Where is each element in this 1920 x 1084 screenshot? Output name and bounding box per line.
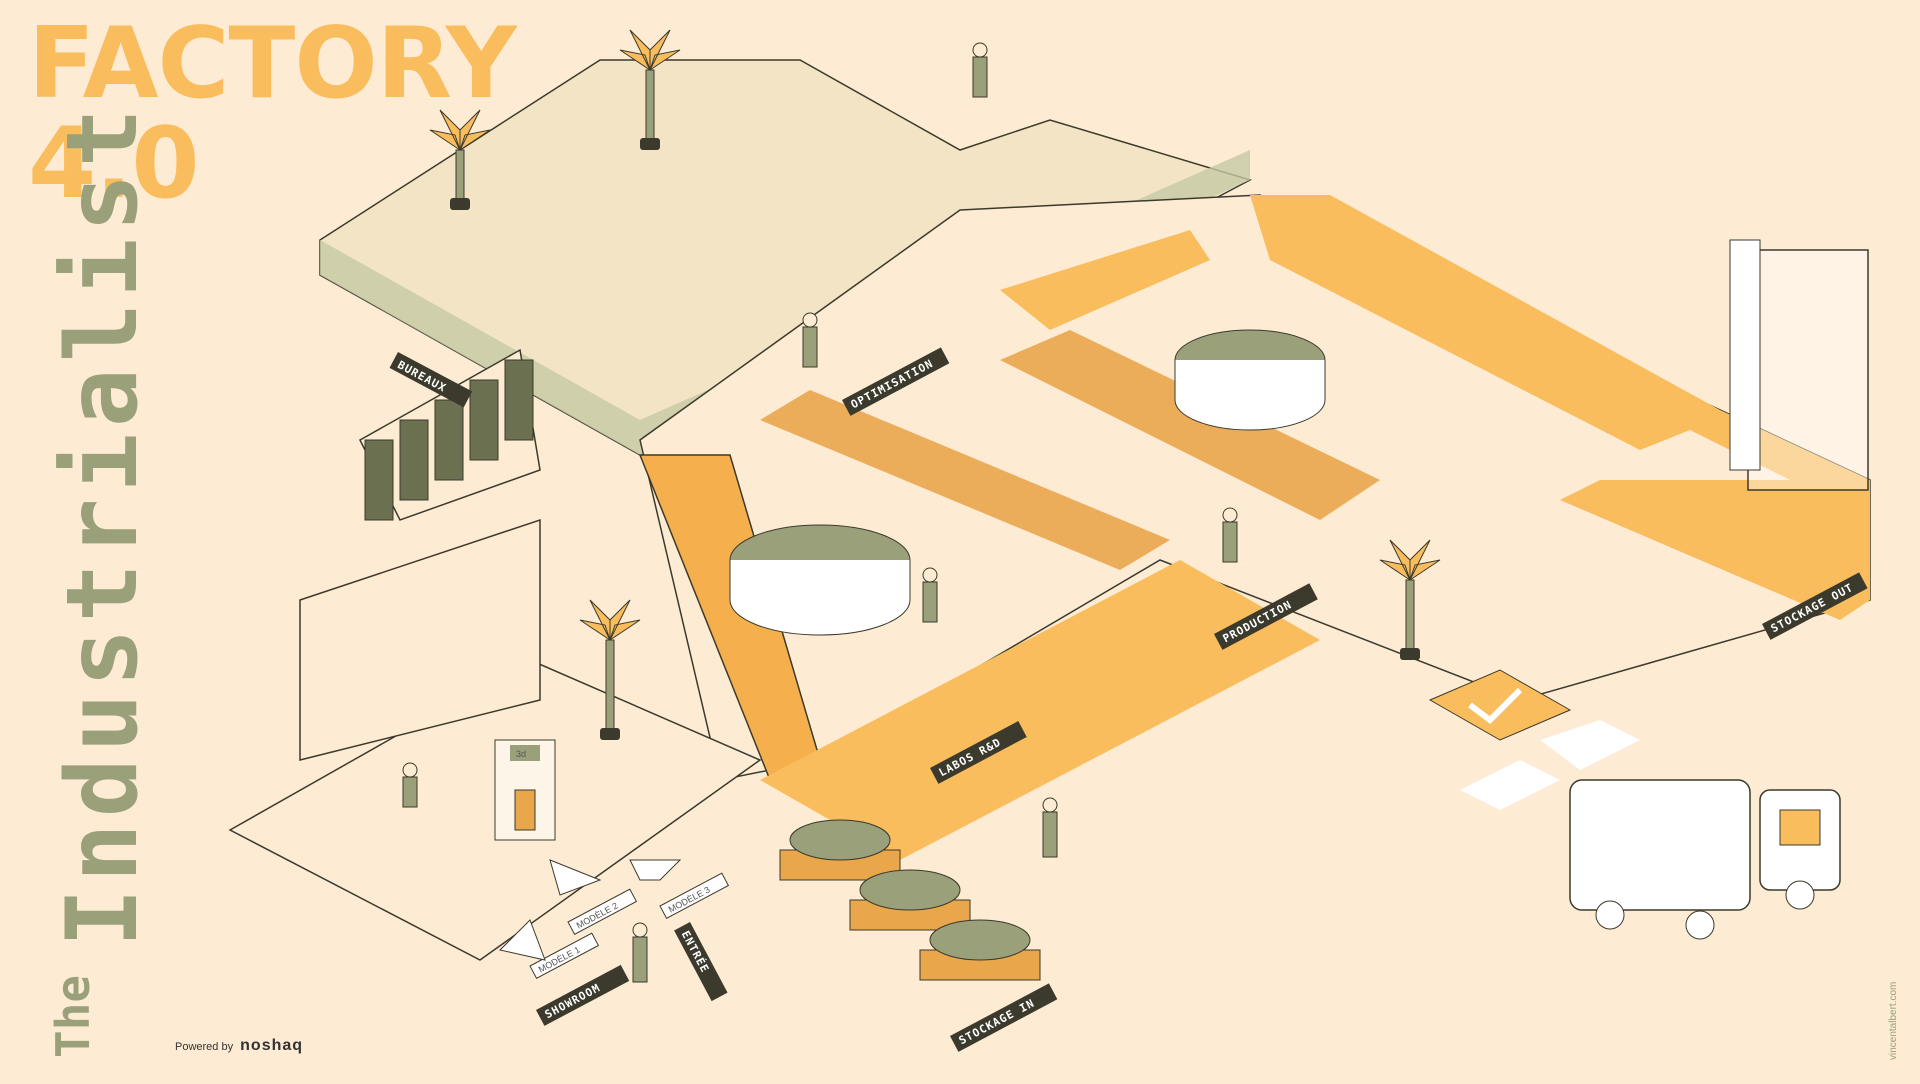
- svg-text:STOCKAGE IN: STOCKAGE IN: [957, 996, 1037, 1047]
- title-line-1: FACTORY: [28, 7, 517, 121]
- zone-label-bureaux: BUREAUX: [389, 351, 473, 408]
- zone-label-stockage-in: STOCKAGE IN: [949, 983, 1058, 1052]
- paper-models: [499, 859, 682, 961]
- brand-prefix: The: [46, 974, 100, 1058]
- paper-storage-cabinet: [1729, 239, 1869, 491]
- title-line-2: 4.0: [28, 107, 200, 221]
- pallet-stack: [779, 819, 1041, 981]
- powered-label: Powered by: [175, 1041, 234, 1053]
- delivery-truck: [1569, 779, 1841, 940]
- zone-label-entree: ENTRÉE: [674, 921, 728, 1002]
- palm-plants: [429, 29, 1441, 740]
- production-tank: [1174, 329, 1326, 431]
- page-title: FACTORY 4.0: [28, 14, 517, 221]
- artist-credit: vincentalbert.com: [1888, 981, 1899, 1060]
- svg-text:SHOWROOM: SHOWROOM: [543, 981, 603, 1021]
- zone-label-showroom: SHOWROOM: [536, 964, 630, 1026]
- server-racks: [364, 359, 534, 521]
- powered-by: Powered by noshaq: [175, 1037, 303, 1055]
- brand-name: Industrialist: [46, 102, 160, 948]
- floor-plates: [228, 59, 1871, 961]
- printer-3d-display: 3d: [494, 739, 556, 841]
- powered-company: noshaq: [240, 1037, 304, 1054]
- brand-wordmark: The Industrialist: [46, 102, 160, 1058]
- workers: [402, 42, 1238, 983]
- svg-text:3d: 3d: [516, 749, 526, 759]
- lab-tank: [729, 524, 911, 636]
